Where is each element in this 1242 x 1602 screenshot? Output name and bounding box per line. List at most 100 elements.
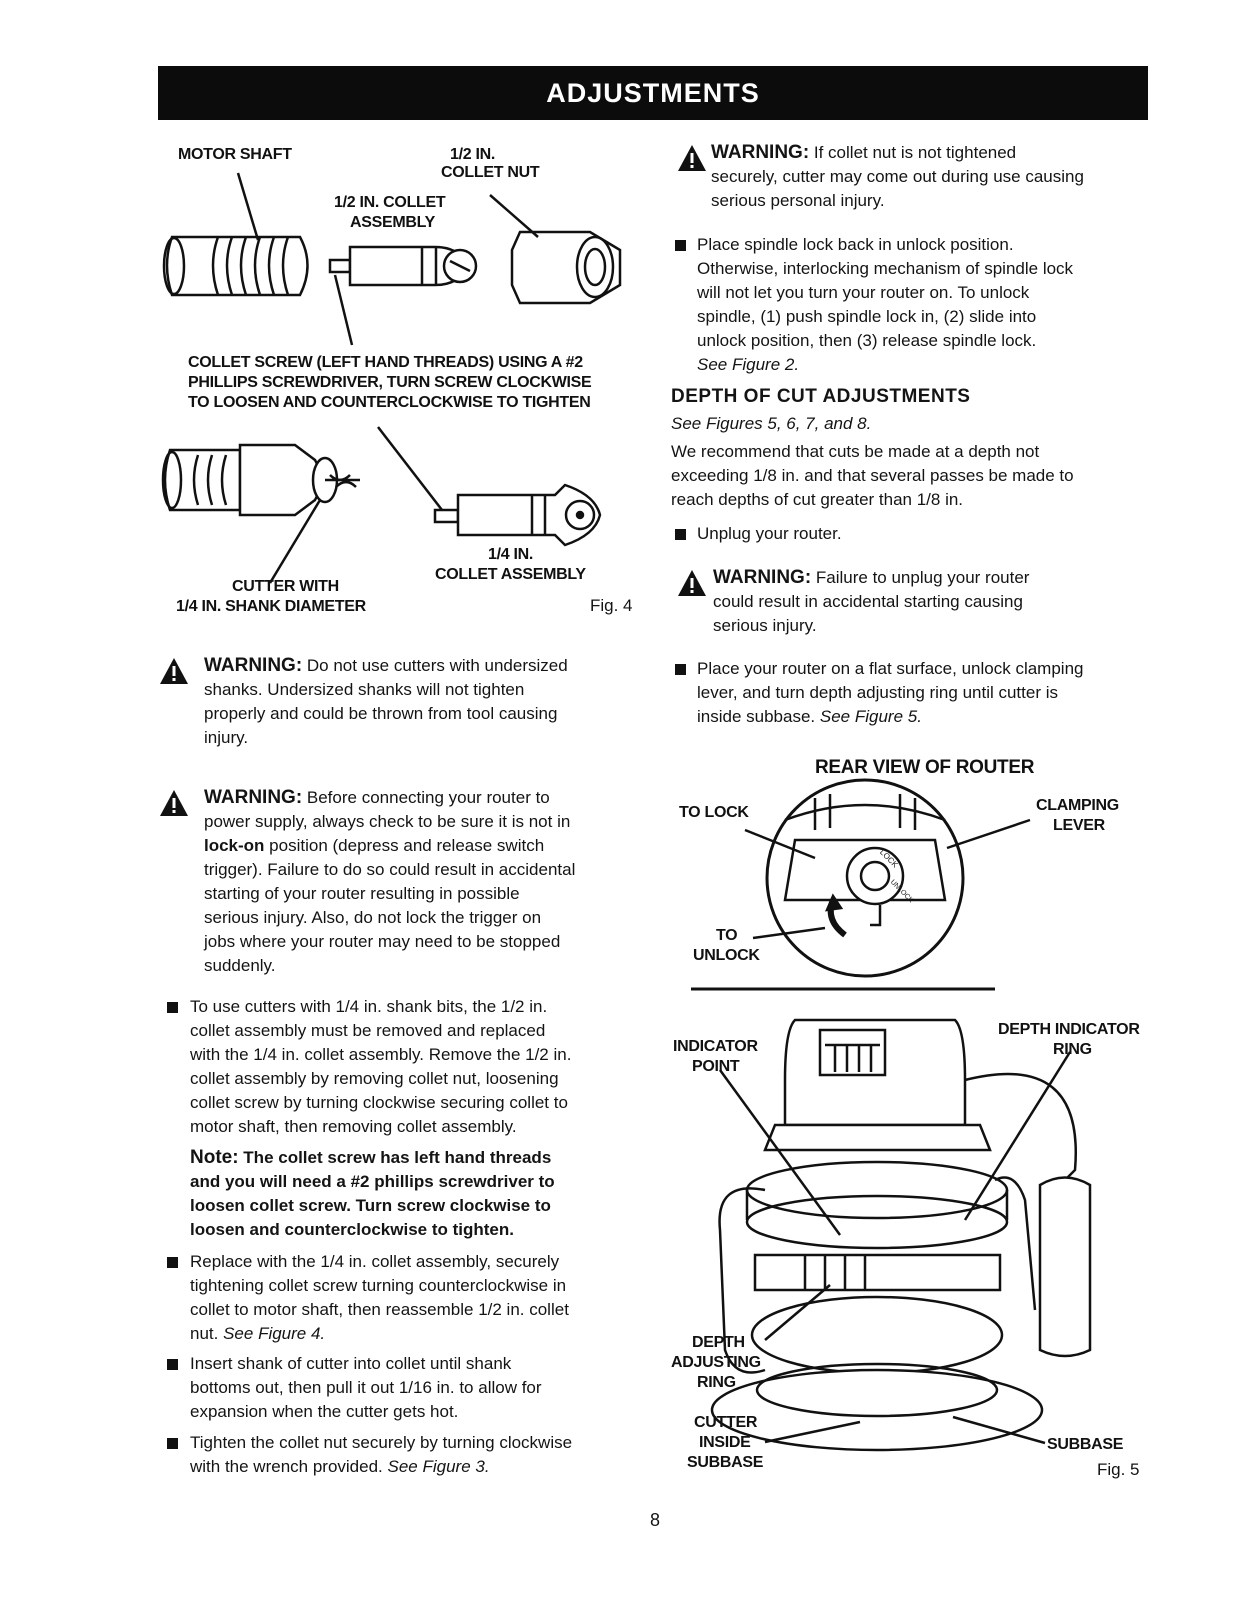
bullet-marker — [167, 1257, 178, 1268]
label-to-unlock-line-1: TO — [716, 927, 738, 944]
text-line: Before connecting your router to — [306, 788, 550, 807]
label-cutter-inside-line-1: CUTTER — [694, 1414, 758, 1431]
text-line: expansion when the cutter gets hot. — [190, 1402, 459, 1421]
text-line: To use cutters with 1/4 in. shank bits, … — [190, 997, 548, 1016]
warning-block-1: WARNING: Do not use cutters with undersi… — [204, 654, 644, 750]
figure-reference: See Figure 4. — [223, 1324, 326, 1343]
text-line: position (depress and release switch — [264, 836, 545, 855]
text-line: injury. — [204, 728, 249, 747]
text-line: serious injury. Also, do not lock the tr… — [204, 908, 542, 927]
warning-block-3: WARNING: If collet nut is not tightened … — [711, 141, 1161, 213]
bullet-marker — [167, 1359, 178, 1370]
text-line: suddenly. — [204, 956, 276, 975]
figure-5: REAR VIEW OF ROUTER TO LOCK CLAMPING LEV… — [665, 750, 1165, 1490]
figure-reference: See Figure 2. — [697, 355, 800, 374]
label-collet-screw-line-2: PHILLIPS SCREWDRIVER, TURN SCREW CLOCKWI… — [188, 374, 592, 391]
text-line: Tighten the collet nut securely by turni… — [190, 1433, 573, 1452]
lock-on-term: lock-on — [204, 836, 265, 855]
label-depth-adjusting-ring-line-3: RING — [697, 1374, 736, 1391]
warning-title: WARNING: — [713, 567, 812, 588]
bullet-marker — [675, 664, 686, 675]
warning-block-4: WARNING: Failure to unplug your router c… — [713, 566, 1163, 638]
figure-4-drawing — [161, 172, 622, 584]
label-indicator-point-line-2: POINT — [692, 1058, 740, 1075]
text-line: securely, cutter may come out during use… — [711, 167, 1084, 186]
label-collet-nut-line-2: COLLET NUT — [441, 164, 540, 181]
warning-title: WARNING: — [204, 787, 303, 808]
text-line: inside subbase. — [697, 707, 820, 726]
label-cutter-line-2: 1/4 IN. SHANK DIAMETER — [176, 598, 366, 615]
text-line: with the wrench provided. — [190, 1457, 388, 1476]
label-cutter-inside-line-3: SUBBASE — [687, 1454, 764, 1471]
text-line: We recommend that cuts be made at a dept… — [671, 442, 1040, 461]
bullet-unplug: Unplug your router. — [697, 524, 842, 543]
page-number: 8 — [650, 1510, 661, 1530]
section-banner: ADJUSTMENTS — [158, 66, 1148, 120]
label-collet-assembly-line-2: ASSEMBLY — [350, 214, 436, 231]
text-line: collet screw by turning clockwise securi… — [190, 1093, 568, 1112]
label-depth-adjusting-ring-line-1: DEPTH — [692, 1334, 745, 1351]
text-line: will not let you turn your router on. To… — [697, 283, 1030, 302]
text-line: Place your router on a flat surface, unl… — [697, 659, 1084, 678]
text-line: trigger). Failure to do so could result … — [204, 860, 576, 879]
text-line: Otherwise, interlocking mechanism of spi… — [697, 259, 1074, 278]
text-line: jobs where your router may need to be st… — [204, 932, 561, 951]
label-depth-indicator-ring-line-1: DEPTH INDICATOR — [998, 1021, 1140, 1038]
label-quarter-collet-line-2: COLLET ASSEMBLY — [435, 566, 586, 583]
bullet-item-1: To use cutters with 1/4 in. shank bits, … — [190, 995, 650, 1139]
text-line: nut. — [190, 1324, 224, 1343]
label-motor-shaft: MOTOR SHAFT — [178, 146, 292, 163]
label-clamping-lever-line-1: CLAMPING — [1036, 797, 1119, 814]
warning-title: WARNING: — [711, 142, 810, 163]
text-line: collet assembly must be removed and repl… — [190, 1021, 546, 1040]
text-line: could result in accidental starting caus… — [713, 592, 1023, 611]
text-line: spindle, (1) push spindle lock in, (2) s… — [697, 307, 1037, 326]
label-to-lock: TO LOCK — [679, 804, 749, 821]
label-indicator-point-line-1: INDICATOR — [673, 1038, 758, 1055]
label-clamping-lever-line-2: LEVER — [1053, 817, 1105, 834]
label-depth-indicator-ring-line-2: RING — [1053, 1041, 1092, 1058]
text-line: with the 1/4 in. collet assembly. Remove… — [190, 1045, 572, 1064]
text-line: loosen and counterclockwise to tighten. — [190, 1220, 514, 1239]
label-collet-nut-line-1: 1/2 IN. — [450, 146, 496, 163]
label-quarter-collet-line-1: 1/4 IN. — [488, 546, 534, 563]
figure-reference: See Figure 3. — [387, 1457, 490, 1476]
text-line: exceeding 1/8 in. and that several passe… — [671, 466, 1074, 485]
label-collet-assembly-line-1: 1/2 IN. COLLET — [334, 194, 446, 211]
text-line: If collet nut is not tightened — [813, 143, 1017, 162]
label-collet-screw-line-1: COLLET SCREW (LEFT HAND THREADS) USING A… — [188, 354, 583, 371]
label-to-unlock-line-2: UNLOCK — [693, 947, 760, 964]
warning-icon — [160, 658, 188, 684]
text-line: serious personal injury. — [711, 191, 885, 210]
text-line: unlock position, then (3) release spindl… — [697, 331, 1037, 350]
text-line: Place spindle lock back in unlock positi… — [697, 235, 1014, 254]
label-collet-screw-line-3: TO LOOSEN AND COUNTERCLOCKWISE TO TIGHTE… — [188, 394, 591, 411]
warning-icon — [678, 570, 706, 596]
text-line: and you will need a #2 phillips screwdri… — [190, 1172, 555, 1191]
text-line: reach depths of cut greater than 1/8 in. — [671, 490, 964, 509]
figure-reference: See Figure 5. — [819, 707, 922, 726]
label-cutter-line-1: CUTTER WITH — [232, 578, 339, 595]
text-line: collet assembly by removing collet nut, … — [190, 1069, 559, 1088]
bullet-marker — [167, 1438, 178, 1449]
text-line: loosen collet screw. Turn screw clockwis… — [190, 1196, 551, 1215]
text-line: tightening collet screw turning counterc… — [190, 1276, 567, 1295]
label-depth-adjusting-ring-line-2: ADJUSTING — [671, 1354, 761, 1371]
figure-4-caption: Fig. 4 — [590, 596, 633, 615]
warning-block-2: WARNING: Before connecting your router t… — [204, 786, 654, 978]
bullet-place-router: Place your router on a flat surface, unl… — [697, 657, 1167, 729]
figure-5-caption: Fig. 5 — [1097, 1460, 1140, 1479]
figure-4: MOTOR SHAFT 1/2 IN. COLLET NUT 1/2 IN. C… — [160, 135, 650, 645]
text-line: serious injury. — [713, 616, 817, 635]
text-line: starting of your router resulting in pos… — [204, 884, 520, 903]
text-line: Insert shank of cutter into collet until… — [190, 1354, 512, 1373]
label-cutter-inside-line-2: INSIDE — [699, 1434, 751, 1451]
figure-reference: See Figures 5, 6, 7, and 8. — [671, 414, 872, 433]
note-block: Note: The collet screw has left hand thr… — [190, 1146, 650, 1242]
bullet-marker — [675, 240, 686, 251]
section-heading-depth-of-cut: DEPTH OF CUT ADJUSTMENTS — [671, 386, 971, 407]
text-line: power supply, always check to be sure it… — [204, 812, 571, 831]
warning-icon — [678, 145, 706, 171]
text-line: Replace with the 1/4 in. collet assembly… — [190, 1252, 560, 1271]
text-line: lever, and turn depth adjusting ring unt… — [697, 683, 1058, 702]
